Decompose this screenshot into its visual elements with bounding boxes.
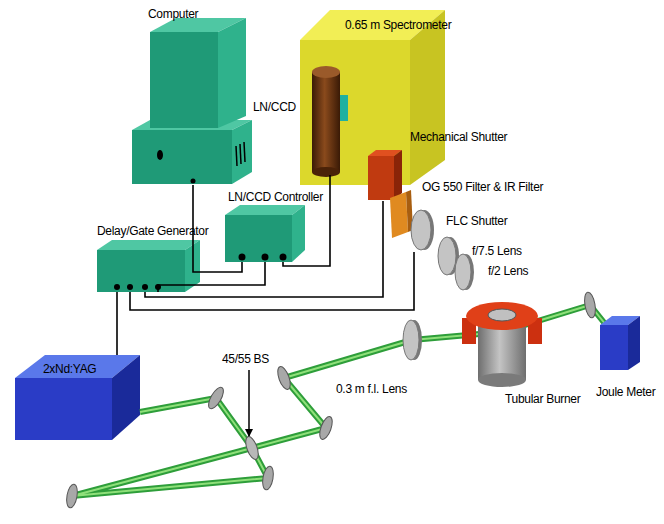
generator-node: Delay/Gate Generator <box>95 222 212 292</box>
mirror <box>206 385 227 411</box>
computer-illustration <box>232 120 252 184</box>
computer-illustration <box>191 179 196 184</box>
mirror <box>65 291 597 508</box>
mirror <box>317 415 335 441</box>
computer-illustration <box>244 142 245 162</box>
laser-beam <box>72 305 610 496</box>
mirror <box>65 483 79 508</box>
spectrometer-illustration <box>410 10 445 185</box>
burner-illustration <box>478 373 526 387</box>
ccd-dewar <box>312 66 340 78</box>
computer-illustration <box>218 18 246 128</box>
lens <box>438 237 456 275</box>
lens <box>403 320 419 360</box>
computer-illustration <box>132 130 232 184</box>
filter <box>390 190 413 238</box>
signal-wire <box>130 252 414 310</box>
delay-generator-illustration <box>142 284 148 290</box>
mechanical-shutter <box>368 150 402 200</box>
burner-illustration <box>466 302 538 330</box>
delay-generator-illustration <box>127 284 133 290</box>
ccd-dewar <box>312 72 340 172</box>
mirror <box>275 365 293 391</box>
burner-illustration <box>488 309 516 321</box>
burner-illustration <box>462 302 542 387</box>
part-label: 0.3 m f.l. Lens <box>336 382 407 396</box>
computer-illustration <box>240 144 241 164</box>
device-label: Delay/Gate Generator <box>97 224 208 238</box>
controller-illustration <box>262 254 269 261</box>
device-label: FLC Shutter <box>446 214 507 228</box>
mechanical-shutter <box>368 156 394 200</box>
part-label: 45/55 BS <box>222 352 269 366</box>
laser-illustration <box>112 355 140 440</box>
delay-generator-illustration <box>97 240 200 250</box>
device-label: Computer <box>148 7 198 21</box>
laser-beam <box>72 305 610 496</box>
leader-arrow <box>249 370 250 436</box>
device-label: 2xNd:YAG <box>43 362 96 376</box>
controller-node: LN/CCD Controller <box>225 189 335 262</box>
signal-wire <box>145 201 383 297</box>
ccd-dewar <box>312 66 348 177</box>
ccd-dewar <box>340 95 348 121</box>
controller-illustration <box>239 254 246 261</box>
controller-illustration <box>225 205 305 215</box>
part-label: f/2 Lens <box>488 264 528 278</box>
lens <box>411 210 431 250</box>
device-label: Mechanical Shutter <box>410 130 507 144</box>
computer-illustration <box>236 146 237 166</box>
mechanical-shutter <box>394 150 402 200</box>
device-label: LN/CCD <box>253 100 296 114</box>
laser-node: 2xNd:YAG <box>15 355 141 441</box>
mirror <box>243 435 261 461</box>
controller-illustration <box>225 205 305 262</box>
ccd-dewar <box>312 167 340 177</box>
laser-illustration <box>15 355 140 440</box>
spectrometer-node: 0.65 m SpectrometerLN/CCD Mechanical Shut… <box>250 8 522 202</box>
laser-beam <box>72 305 610 496</box>
part-label: Joule Meter <box>596 385 655 399</box>
computer-illustration <box>157 150 163 160</box>
leader-arrow <box>248 370 250 436</box>
delay-generator-illustration <box>114 284 120 290</box>
signal-wire <box>116 292 118 355</box>
computer-node: Computer <box>130 5 254 185</box>
mirror <box>261 465 275 490</box>
joule-meter-illustration <box>628 316 640 370</box>
joule-meter-illustration <box>600 325 628 370</box>
detector-node: LN/CCD <box>253 62 349 175</box>
controller-illustration <box>280 254 287 261</box>
computer-illustration <box>150 32 218 128</box>
joule-meter-illustration <box>600 316 640 370</box>
part-label: OG 550 Filter & IR Filter <box>422 180 543 194</box>
computer-illustration <box>132 18 252 184</box>
part-label: f/7.5 Lens <box>472 244 522 258</box>
device-label: LN/CCD Controller <box>228 190 323 204</box>
part-label: Tubular Burner <box>505 392 580 406</box>
laser-illustration <box>15 378 112 440</box>
filter <box>390 192 408 238</box>
lens <box>455 254 471 290</box>
controller-illustration <box>225 215 292 262</box>
lens <box>403 320 422 360</box>
controller-illustration <box>292 205 305 262</box>
mirror <box>583 291 597 318</box>
device-label: 0.65 m Spectrometer <box>345 18 451 32</box>
signal-wire <box>283 175 330 266</box>
signal-wire <box>158 262 265 292</box>
